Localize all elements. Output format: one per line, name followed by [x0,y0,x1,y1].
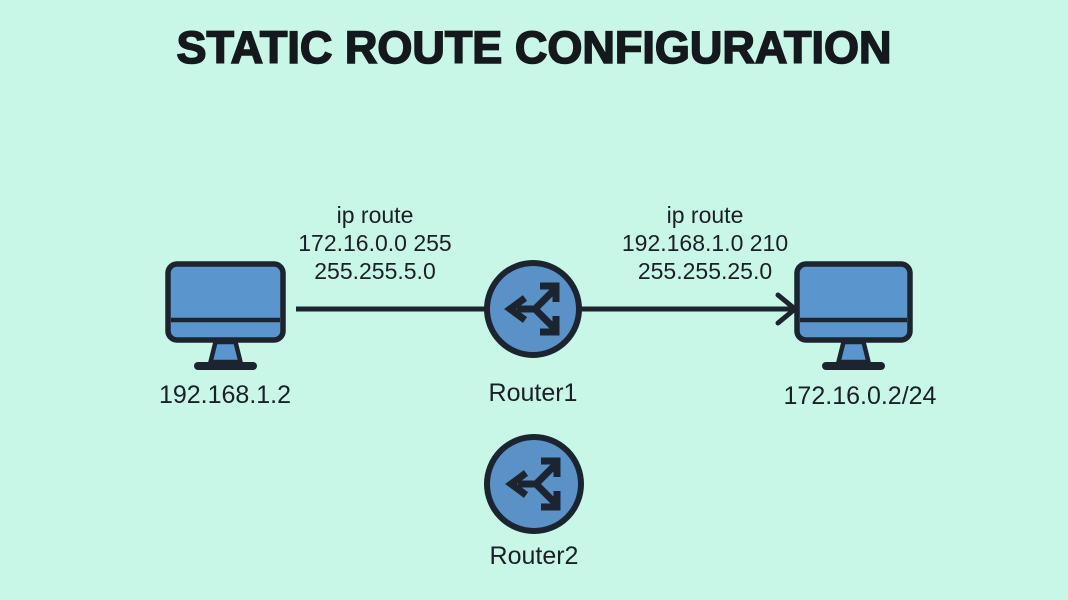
route-command-line: 192.168.1.0 210 [621,230,789,256]
desktop-computer-icon [794,261,913,370]
router-icon [484,434,584,534]
router2-label: Router2 [489,542,579,570]
router1-label: Router1 [488,379,578,407]
route-command-line: 255.255.5.0 [314,258,436,284]
desktop-computer-icon [165,261,286,370]
route-command-line: ip route [336,202,414,228]
branching-arrows-glyph [504,282,560,336]
route-command-line: 172.16.0.0 255 [298,230,452,256]
router-icon [484,260,582,358]
route-command-right: ip route 192.168.1.0 210 255.255.25.0 [575,201,835,285]
monitor-stand [835,339,872,365]
connection-arrow-router1-host2 [581,292,798,326]
route-command-line: 255.255.25.0 [637,258,773,284]
branching-arrows-glyph [505,457,561,511]
host-ip-label: 172.16.0.2/24 [783,382,937,410]
page-title: STATIC ROUTE CONFIGURATION [176,21,893,74]
host-ip-label: 192.168.1.2 [158,381,292,409]
monitor-stand [207,339,244,365]
route-command-left: ip route 172.16.0.0 255 255.255.5.0 [245,201,505,285]
route-command-line: ip route [666,202,744,228]
